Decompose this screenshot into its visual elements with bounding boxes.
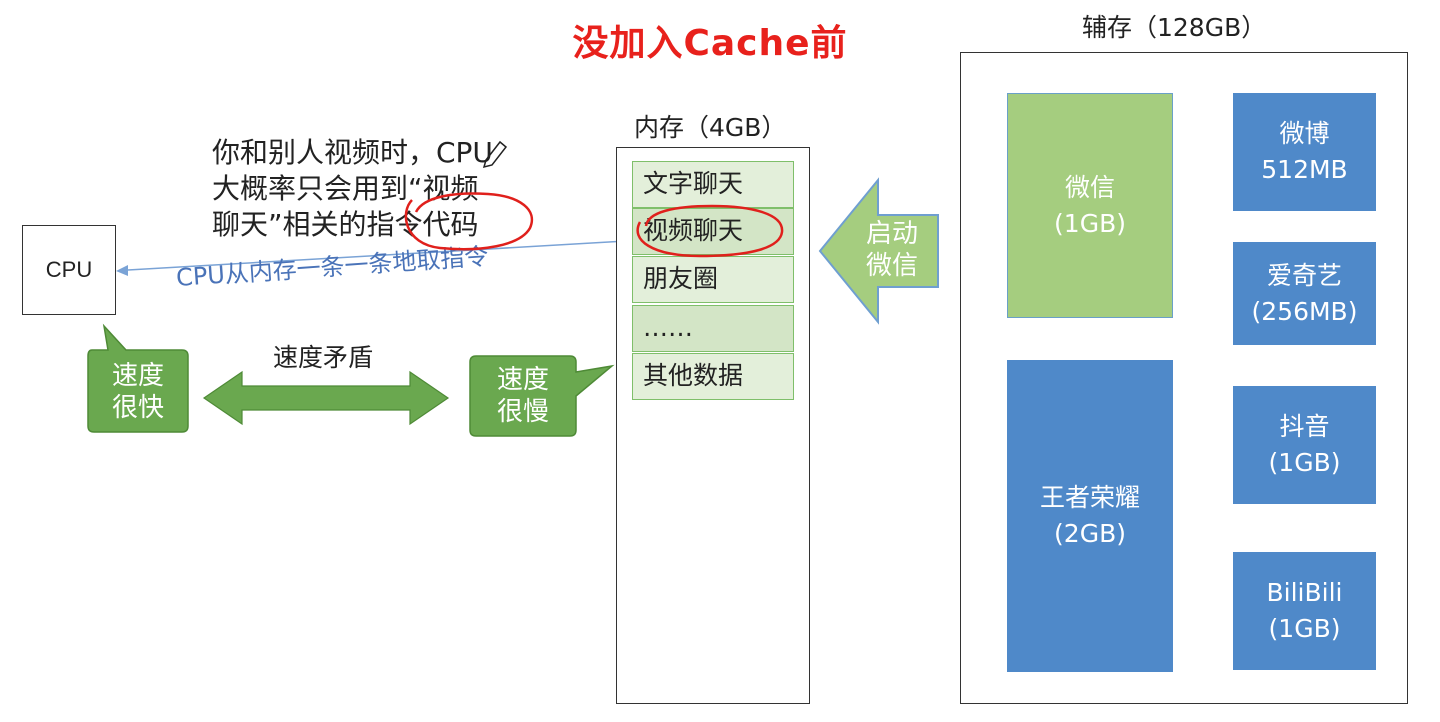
- launch-arrow-shape: [818, 177, 939, 325]
- launch-arrow-line-2: 微信: [865, 251, 918, 281]
- app-iqiyi-size: (256MB): [1251, 296, 1358, 326]
- app-wechat: 微信 (1GB): [1007, 93, 1173, 318]
- app-honor-of-kings: 王者荣耀 (2GB): [1007, 360, 1173, 672]
- red-circle-video-chat: [636, 204, 784, 258]
- memory-cell-moments: 朋友圈: [632, 256, 794, 303]
- app-bilibili-name: BiliBili: [1266, 578, 1343, 607]
- launch-arrow-line-1: 启动: [865, 219, 918, 249]
- app-honor-of-kings-name: 王者荣耀: [1039, 483, 1140, 512]
- app-iqiyi-name: 爱奇艺: [1266, 260, 1342, 290]
- bubble-slow-shape: [469, 355, 615, 437]
- red-circle-instructions: [404, 192, 533, 251]
- pencil-cursor-icon: [482, 140, 508, 169]
- app-iqiyi: 爱奇艺 (256MB): [1233, 242, 1376, 345]
- storage-label: 辅存（128GB）: [1082, 13, 1267, 42]
- launch-arrow-label: 启动 微信: [856, 218, 928, 282]
- app-wechat-name: 微信: [1064, 172, 1115, 202]
- bubble-fast-shape: [87, 323, 189, 433]
- fetch-arrowhead-left: [116, 265, 128, 276]
- app-douyin-name: 抖音: [1279, 412, 1330, 441]
- app-bilibili: BiliBili (1GB): [1233, 552, 1376, 670]
- bubble-fast: 速度 很快: [88, 360, 188, 424]
- bubble-fast-line-2: 很快: [111, 393, 164, 423]
- app-douyin: 抖音 (1GB): [1233, 386, 1376, 504]
- bubble-slow-line-2: 很慢: [496, 397, 549, 427]
- cpu-label: CPU: [45, 257, 93, 282]
- annotation-text: 你和别人视频时，CPU 大概率只会用到“视频 聊天”相关的指令代码: [212, 135, 493, 243]
- memory-label: 内存（4GB）: [634, 113, 787, 142]
- app-weibo-name: 微博: [1279, 119, 1330, 148]
- app-wechat-size: (1GB): [1054, 208, 1126, 238]
- page-title: 没加入Cache前: [572, 23, 848, 64]
- bubble-slow-line-1: 速度: [496, 365, 549, 395]
- app-weibo: 微博 512MB: [1233, 93, 1376, 211]
- memory-cell-ellipsis: ……: [632, 305, 794, 352]
- app-douyin-size: (1GB): [1268, 448, 1341, 477]
- annotation-line-1: 你和别人视频时，CPU: [212, 136, 493, 169]
- fetch-line: [127, 240, 627, 271]
- memory-cell-other-data: 其他数据: [632, 353, 794, 400]
- speed-conflict-label: 速度矛盾: [273, 343, 374, 372]
- annotation-line-3: 聊天”相关的指令代码: [212, 208, 479, 241]
- app-weibo-size: 512MB: [1261, 155, 1348, 184]
- cpu-box: CPU: [22, 225, 116, 315]
- app-honor-of-kings-size: (2GB): [1054, 519, 1126, 548]
- memory-cell-text-chat: 文字聊天: [632, 161, 794, 208]
- double-arrow-shape: [202, 370, 450, 426]
- app-bilibili-size: (1GB): [1268, 614, 1341, 643]
- bubble-fast-line-1: 速度: [111, 361, 164, 391]
- bubble-slow: 速度 很慢: [470, 364, 576, 428]
